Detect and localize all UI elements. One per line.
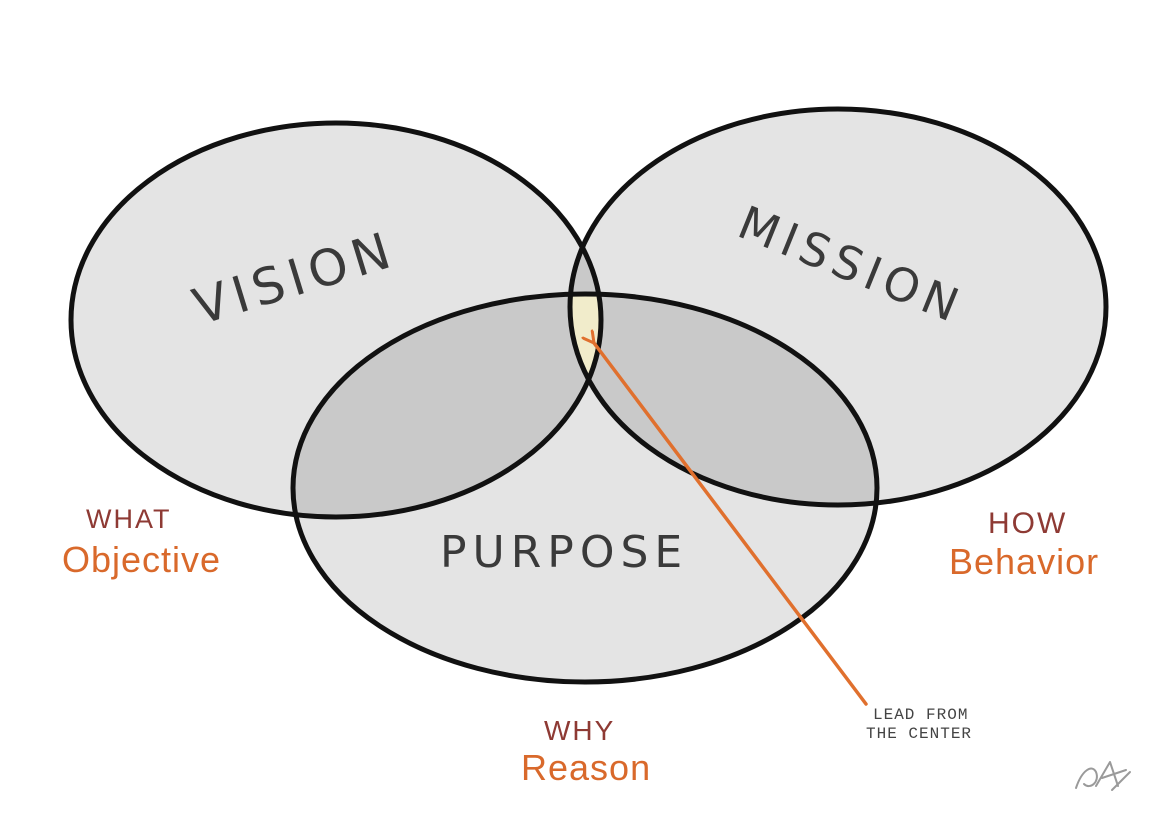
callout-line-1: LEAD FROM [873,706,968,724]
what-answer: Objective [62,539,221,580]
why-answer: Reason [521,747,651,788]
ellipse-fills [71,109,1106,682]
arrow [594,343,868,706]
callout-line-2: THE CENTER [866,725,972,743]
what-question: WHAT [86,504,171,534]
how-question: HOW [988,507,1067,540]
how-answer: Behavior [949,541,1099,582]
signature-mark [1075,761,1131,791]
why-question: WHY [544,715,615,746]
purpose-label: PURPOSE [440,527,688,578]
